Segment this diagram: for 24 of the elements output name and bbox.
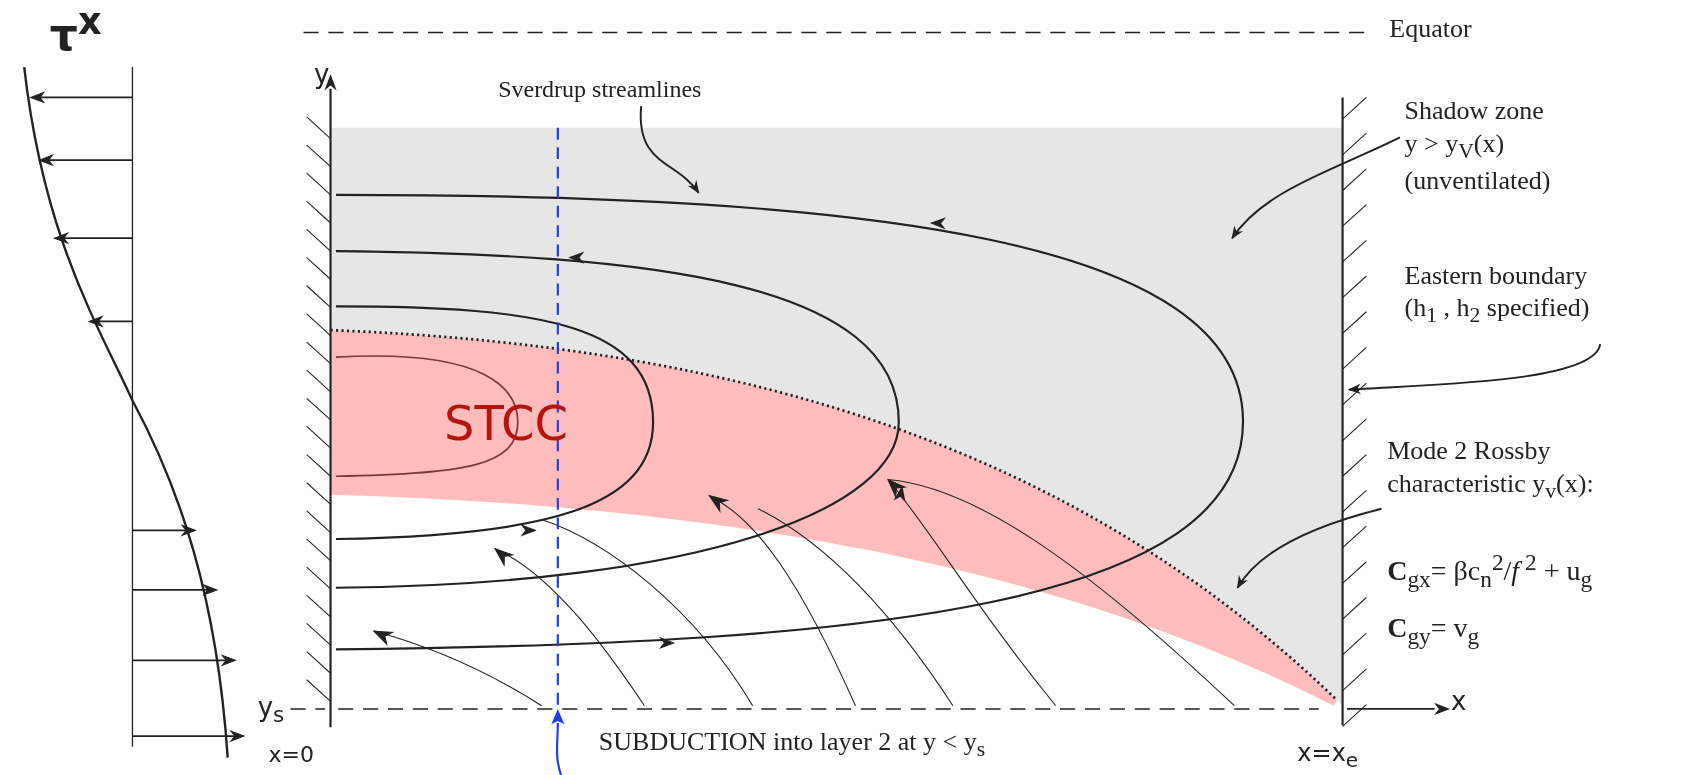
annotation-text: y > y$_{V}$(x) (1404, 127, 1505, 165)
annotation-text: (unventilated) (1404, 165, 1551, 198)
diagram-label: y (314, 59, 330, 89)
diagram-label: y$_{s}$ (257, 693, 285, 728)
diagram-label: Equator (1389, 15, 1472, 44)
annotation-text: Eastern boundary (1404, 259, 1588, 292)
eastern-wall (1341, 97, 1344, 726)
annotation-text: Sverdrup streamlines (498, 74, 702, 104)
annotation-text: Mode 2 Rossby characteristic y$_{v}$(x): (1387, 435, 1595, 505)
diagram-label: C$_{gy}$= v$_{g}$ (1387, 612, 1480, 650)
annotation-text: Shadow zone (1404, 95, 1544, 128)
diagram-label: τ$^{x}$ (49, 2, 102, 60)
diagram-label: x=x$_{e}$ (1297, 739, 1359, 771)
shadow-zone-region (330, 127, 1343, 706)
diagram-label: SUBDUCTION into layer 2 at y < y$_{s}$ (598, 727, 986, 762)
diagram-label: C$_{gx}$= βc$_{n}$$^{2}$/f $^{2}$ + u$_{g}$ (1387, 550, 1593, 593)
leader-line (1231, 136, 1401, 240)
annotation-text: (h$_{1}$ , h$_{2}$ specified) (1404, 292, 1590, 330)
diagram-label: x=0 (268, 742, 314, 768)
leader-line (1236, 507, 1383, 589)
leader-line (1347, 343, 1602, 395)
leader-line (639, 105, 700, 194)
diagram-label: x (1451, 686, 1467, 716)
streamline (335, 193, 1245, 651)
